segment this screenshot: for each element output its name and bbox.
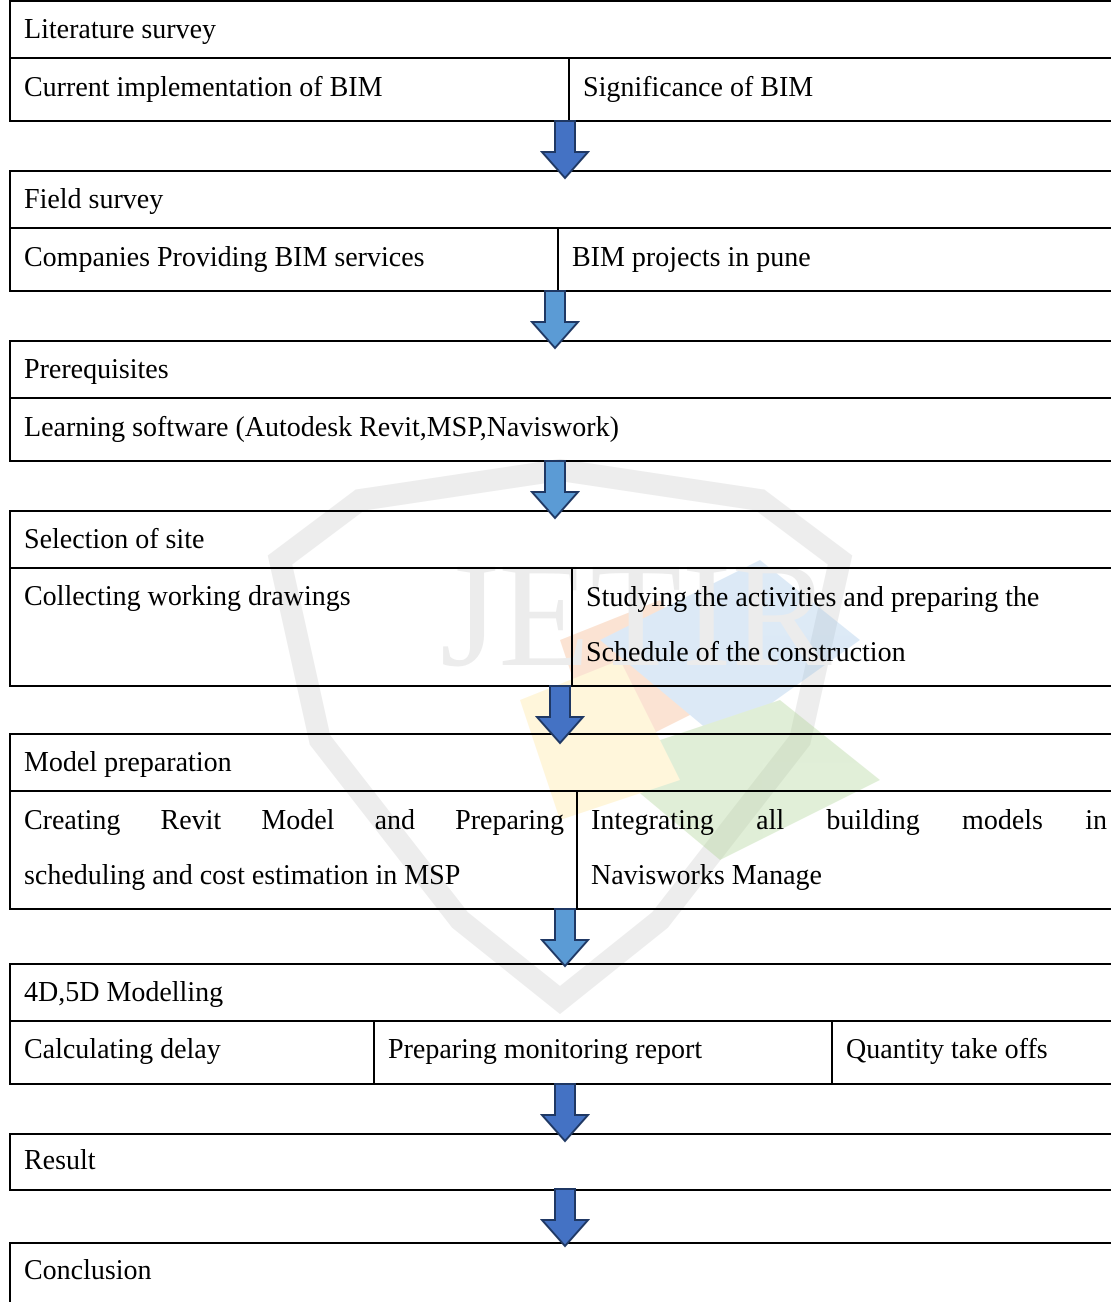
- step-title: Conclusion: [24, 1255, 152, 1286]
- step-cell-line: scheduling and cost estimation in MSP: [24, 860, 461, 891]
- step-4d-5d-modelling: 4D,5D Modelling Calculating delay Prepar…: [9, 963, 1111, 1085]
- step-cell: Quantity take offs: [831, 1022, 1111, 1083]
- step-title: Prerequisites: [24, 354, 169, 385]
- watermark-text: JETIR: [440, 532, 832, 698]
- step-title: Result: [24, 1145, 96, 1176]
- step-conclusion: Conclusion: [9, 1242, 1111, 1302]
- step-title: 4D,5D Modelling: [24, 977, 224, 1008]
- step-cell: Current implementation of BIM: [24, 72, 383, 103]
- step-cell: Studying the activities and preparing th…: [571, 569, 1111, 685]
- step-cell: Calculating delay: [24, 1034, 221, 1065]
- step-cell: Creating Revit Model and Preparing sched…: [11, 792, 576, 908]
- down-arrow-icon: [540, 908, 590, 968]
- down-arrow-icon: [530, 460, 580, 520]
- step-cell: Learning software (Autodesk Revit,MSP,Na…: [24, 412, 619, 443]
- step-cell: Integrating all building models in Navis…: [576, 792, 1111, 908]
- step-prerequisites: Prerequisites Learning software (Autodes…: [9, 340, 1111, 462]
- step-cell-line: Integrating all building models in: [591, 805, 1107, 836]
- step-literature-survey: Literature survey Current implementation…: [9, 0, 1111, 122]
- step-cell: Significance of BIM: [568, 59, 1111, 120]
- step-cell: Companies Providing BIM services: [24, 242, 425, 273]
- step-cell: Preparing monitoring report: [373, 1022, 831, 1083]
- step-cell: Collecting working drawings: [24, 581, 351, 612]
- down-arrow-icon: [530, 290, 580, 350]
- step-title: Model preparation: [24, 747, 232, 778]
- step-model-preparation: Model preparation Creating Revit Model a…: [9, 733, 1111, 910]
- step-title: Field survey: [24, 184, 164, 215]
- step-cell: BIM projects in pune: [557, 229, 1111, 290]
- down-arrow-icon: [540, 1083, 590, 1143]
- down-arrow-icon: [540, 1188, 590, 1248]
- step-cell-line: Schedule of the construction: [586, 637, 906, 668]
- step-cell-line: Creating Revit Model and Preparing: [24, 805, 564, 836]
- down-arrow-icon: [540, 120, 590, 180]
- step-selection-of-site: Selection of site Collecting working dra…: [9, 510, 1111, 687]
- step-cell-line: Studying the activities and preparing th…: [586, 582, 1040, 613]
- step-field-survey: Field survey Companies Providing BIM ser…: [9, 170, 1111, 292]
- step-cell-line: Navisworks Manage: [591, 860, 822, 891]
- step-title: Literature survey: [24, 14, 217, 45]
- step-title: Selection of site: [24, 524, 205, 555]
- down-arrow-icon: [535, 685, 585, 745]
